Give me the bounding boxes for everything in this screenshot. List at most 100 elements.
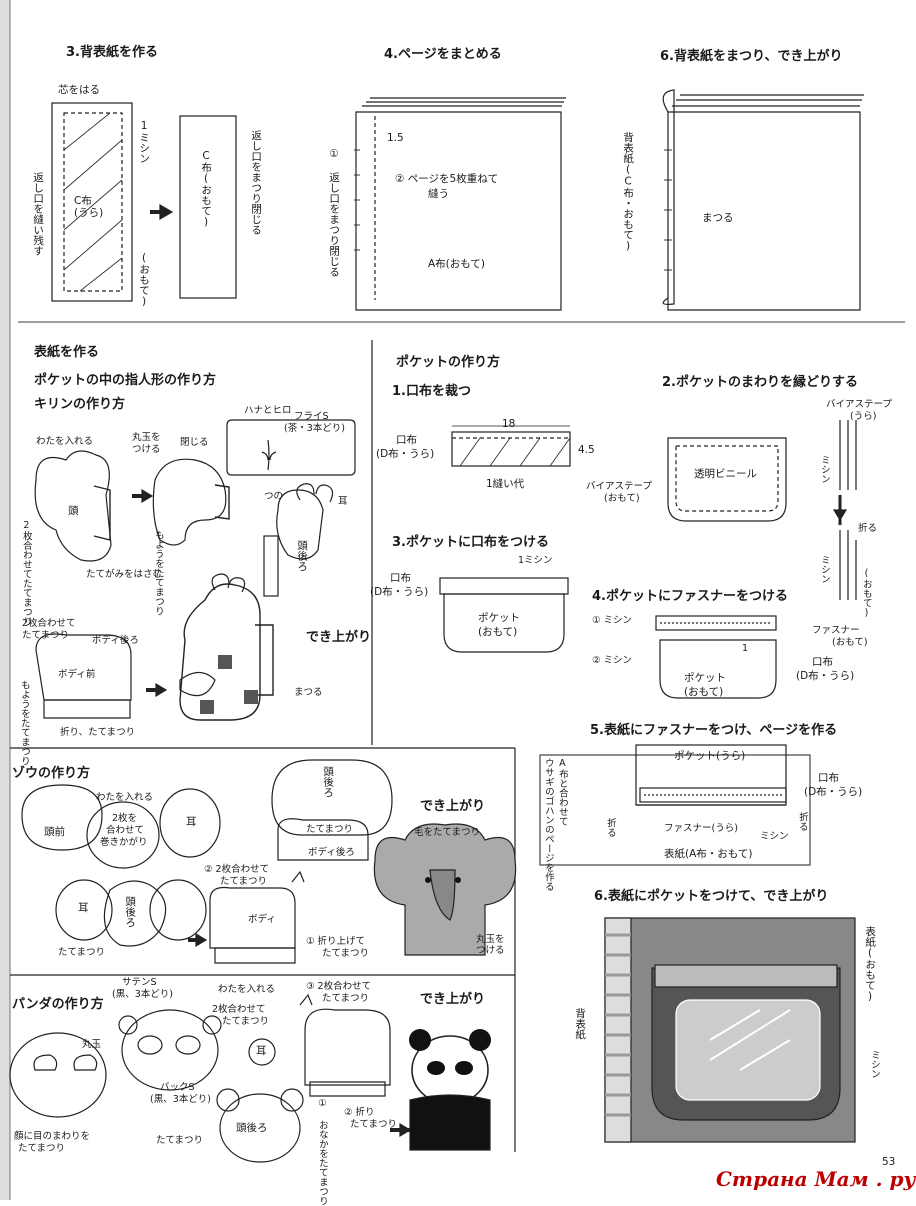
pocket-s3: 3.ポケットに口布をつける [392, 535, 549, 550]
step3-title: 3.背表紙を作る [66, 45, 158, 60]
panda-maru: 丸玉 [82, 1039, 102, 1050]
panda-satin: サテンS [122, 977, 157, 988]
panda-two1b: たてまつり [322, 993, 370, 1004]
pocket-s2: 2.ポケットのまわりを縁どりする [662, 375, 858, 390]
elephant-done: でき上がり [420, 799, 486, 814]
elephant-fold1a: ① 折り上げて [306, 936, 366, 947]
pocket-z2: ② ミシン [592, 655, 633, 666]
step4-title: 4.ページをまとめる [384, 47, 502, 62]
page-number: 53 [882, 1156, 896, 1168]
panda-fold2: ② 折り [344, 1107, 375, 1118]
giraffe-moyou: もようをたてまつり [152, 530, 164, 616]
panda-facenote: 顔に目のまわりを [14, 1131, 91, 1142]
panda-back2: (黒、3本どり) [150, 1094, 211, 1105]
step6-matsuru: まつる [702, 212, 734, 224]
giraffe-twolayers2a: 2枚合わせて [22, 618, 76, 629]
giraffe-mimi: 耳 [338, 496, 348, 507]
elephant-body: ボディ [248, 914, 276, 925]
giraffe-flyS2: (茶・3本どり) [284, 423, 345, 434]
giraffe-headback: 頭後ろ [296, 540, 309, 572]
pocket-kuchi8: (D布・うら) [804, 786, 863, 798]
step3-close: 返し口をまつり閉じる [250, 130, 263, 235]
giraffe-head: 頭 [68, 505, 79, 517]
pocket-m3: 1ミシン [518, 555, 553, 566]
pocket-kuchi7: 口布 [818, 772, 839, 784]
pocket-pk: ポケット [478, 612, 520, 624]
pocket-fold6: 折る [796, 812, 808, 831]
pocket-kuchi3: 口布 [390, 572, 411, 584]
pocket-m6: ミシン [868, 1050, 880, 1079]
watermark: Страна Мам . ру [716, 1167, 916, 1191]
pocket-kuchi4: (D布・うら) [370, 586, 429, 598]
elephant-fold1b: たてまつり [322, 948, 370, 959]
pocket-h45: 4.5 [578, 444, 595, 456]
elephant-wata: わたを入れる [96, 792, 154, 803]
panda-belly: ① おなかをたてまつり [316, 1098, 328, 1206]
pocket-afab: A布と合わせて [556, 758, 568, 826]
giraffe-done: でき上がり [306, 630, 372, 645]
panda-fold2b: たてまつり [350, 1119, 398, 1130]
giraffe-maru2: つける [132, 444, 161, 455]
elephant-twoC: 巻きかがり [100, 837, 148, 848]
cover-sub1: ポケットの中の指人形の作り方 [34, 373, 217, 388]
pocket-cover: 表紙(A布・おもて) [664, 848, 753, 860]
pocket-z1: ① ミシン [592, 615, 633, 626]
pocket-cover2: 表紙(おもて) [864, 926, 877, 1003]
giraffe-fold: 折り、たてまつり [60, 727, 136, 738]
pocket-fastener2: (おもて) [832, 637, 868, 648]
pocket-bias2: (うら) [850, 411, 877, 422]
panda-satin2: (黒、3本どり) [112, 989, 173, 1000]
elephant-bodyback: ボディ後ろ [308, 847, 355, 858]
giraffe-twolayers: 2枚合わせてたてまつり [20, 520, 32, 626]
pocket-w18: 18 [502, 418, 516, 430]
step4-c2a: ② ページを5枚重ねて [395, 173, 499, 185]
pocket-vinyl: 透明ビニール [694, 468, 757, 480]
pocket-fold5: 折る [604, 818, 616, 837]
giraffe-bodyfront: ボディ前 [58, 669, 96, 680]
pocket-pk3: ポケット [684, 672, 726, 684]
pocket-s5: 5.表紙にファスナーをつけ、ページを作る [590, 723, 838, 738]
pocket-kuchi6: (D布・うら) [796, 670, 855, 682]
pocket-title: ポケットの作り方 [396, 355, 501, 370]
giraffe-tojiru: 閉じる [180, 437, 209, 448]
elephant-two2b: たてまつり [220, 876, 268, 887]
step3-front: (おもて) [138, 252, 151, 308]
giraffe-bodyback: ボディ後ろ [92, 635, 139, 646]
step6-spine: 背表紙(C布・おもて) [622, 132, 635, 252]
panda-twoB: たてまつり [222, 1016, 270, 1027]
pocket-fastener: ファスナー [812, 625, 860, 636]
panda-tatematsuri: たてまつり [156, 1135, 204, 1146]
giraffe-twolayers2b: たてまつり [22, 630, 70, 641]
step3-leave: 返し口を縫い残す [32, 172, 45, 256]
pocket-rabbit: ウサギのゴハンのページを作る [542, 758, 554, 891]
panda-mimi: 耳 [256, 1045, 267, 1057]
step3-cfabric-front: C布(おもて) [200, 150, 213, 228]
elephant-two2a: ② 2枚合わせて [204, 864, 270, 875]
elephant-mimi2: 耳 [78, 902, 89, 914]
step4-c1: ① 返し口をまつり閉じる [328, 148, 341, 277]
giraffe-maru1: 丸玉を [132, 432, 161, 443]
step6-title: 6.背表紙をまつり、でき上がり [660, 49, 843, 64]
giraffe-tsuno: つの [264, 491, 284, 502]
pocket-omote: (おもて) [860, 568, 872, 619]
pocket-m2: ミシン [818, 555, 830, 584]
pocket-s4: 4.ポケットにファスナーをつける [592, 589, 788, 604]
pocket-fold: 折る [858, 523, 878, 534]
pocket-pk2: (おもて) [478, 626, 518, 638]
giraffe-moyou2: もようをたてまつり [18, 680, 30, 766]
panda-title: パンダの作り方 [12, 997, 104, 1012]
elephant-tatematsuri2: たてまつり [306, 824, 354, 835]
step3-core: 芯をはる [58, 84, 100, 96]
elephant-headback: 頭後ろ [124, 896, 137, 928]
panda-back: バックS [160, 1082, 195, 1093]
pocket-s1: 1.口布を裁つ [392, 384, 471, 399]
elephant-headfront: 頭前 [44, 826, 65, 838]
giraffe-mane: たてがみをはさむ [86, 569, 163, 580]
pocket-kuchi2: (D布・うら) [376, 448, 435, 460]
pocket-z1w: 1 [742, 643, 749, 654]
giraffe-matsuru: まつる [294, 687, 323, 698]
elephant-twoA: 2枚を [112, 813, 138, 824]
step3-cfabric-back: C布 (うら) [74, 195, 104, 220]
pocket-bias4: (おもて) [604, 493, 640, 504]
pocket-bias: バイアステープ [826, 399, 892, 410]
